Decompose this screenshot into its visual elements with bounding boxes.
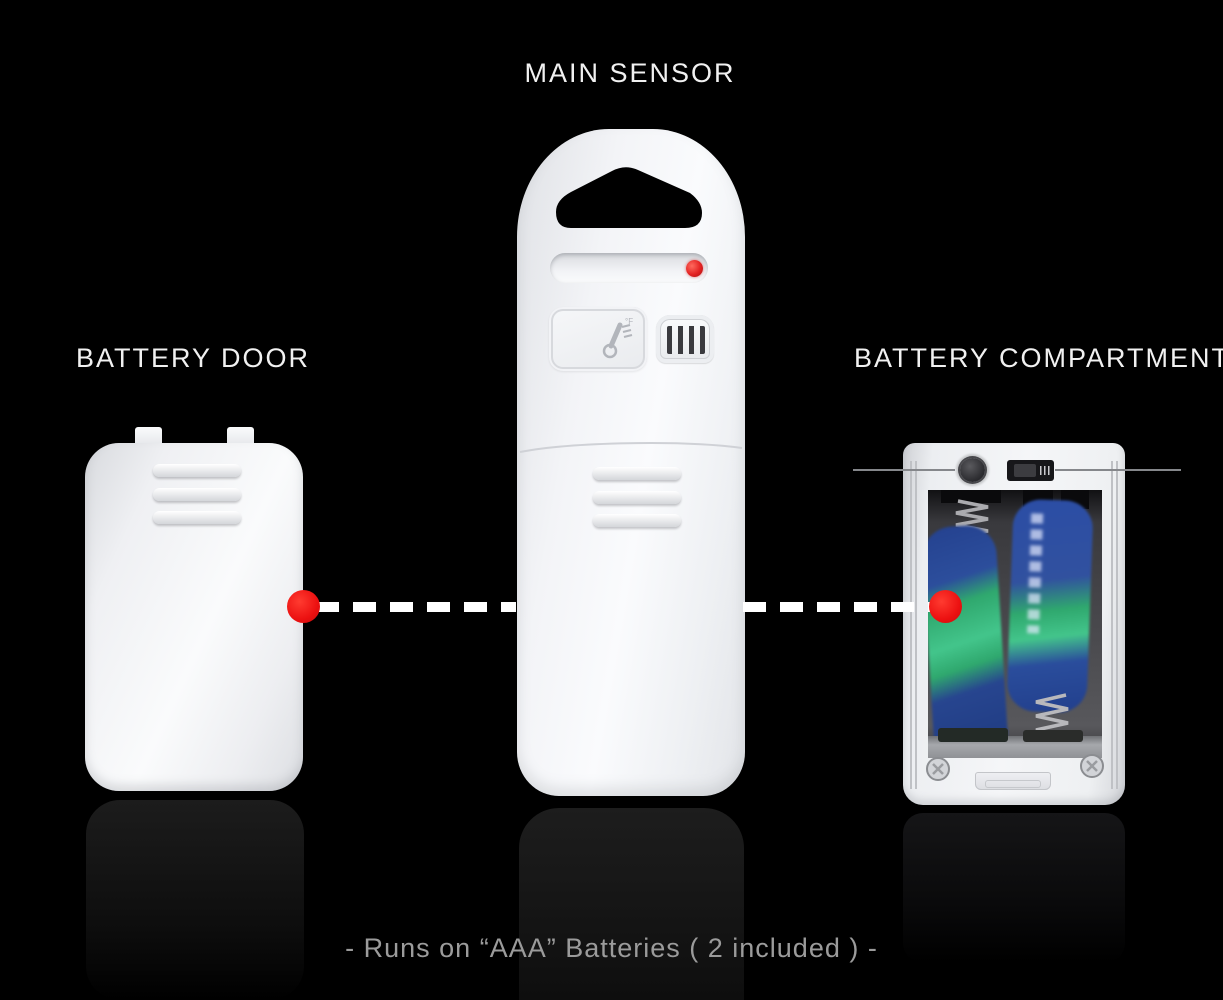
grip-ridge bbox=[153, 511, 241, 524]
bay-contact-shadow bbox=[938, 728, 1008, 742]
vent-slats bbox=[667, 326, 705, 354]
caption-text: - Runs on “AAA” Batteries ( 2 included )… bbox=[345, 933, 878, 963]
grip-ridge bbox=[593, 514, 681, 527]
housing-groove bbox=[915, 461, 917, 789]
svg-text:°F: °F bbox=[625, 318, 633, 326]
cross-screw-icon bbox=[1080, 754, 1104, 778]
housing-seam bbox=[519, 442, 743, 453]
grip-ridge bbox=[153, 488, 241, 501]
bay-contact-shadow bbox=[1023, 730, 1083, 742]
cross-screw-icon bbox=[926, 757, 950, 781]
main-sensor: °F bbox=[517, 129, 745, 796]
battery-compartment bbox=[853, 443, 1181, 805]
grip-ridge bbox=[593, 491, 681, 504]
leader-line bbox=[853, 469, 955, 471]
housing-groove bbox=[1111, 461, 1113, 789]
door-latch bbox=[975, 772, 1051, 790]
battery-print bbox=[1027, 513, 1044, 634]
dashed-connector bbox=[316, 602, 516, 612]
led-indicator-icon bbox=[686, 260, 703, 277]
red-marker-dot bbox=[929, 590, 962, 623]
vent-grille-icon bbox=[656, 315, 714, 363]
battery-door-body bbox=[85, 443, 303, 791]
slide-switch bbox=[1007, 460, 1054, 481]
aaa-battery bbox=[928, 523, 1010, 758]
main-sensor-body bbox=[517, 129, 745, 796]
grip-ridge bbox=[153, 464, 241, 477]
main-sensor-reflection bbox=[519, 808, 744, 1000]
grip-ridge bbox=[593, 467, 681, 480]
round-reset-button bbox=[960, 458, 985, 482]
switch-marks bbox=[1040, 466, 1050, 475]
thermometer-f-icon: °F bbox=[602, 318, 633, 359]
switch-knob bbox=[1014, 464, 1036, 477]
hanger-hole bbox=[556, 167, 702, 228]
door-latch-step bbox=[985, 780, 1041, 788]
led-groove bbox=[550, 253, 708, 283]
housing-groove bbox=[1116, 461, 1118, 789]
battery-spring bbox=[953, 499, 989, 539]
battery-compartment-label: BATTERY COMPARTMENT bbox=[854, 343, 1223, 373]
leader-line bbox=[1055, 469, 1181, 471]
battery-contact bbox=[941, 490, 1001, 503]
dashed-connector bbox=[743, 602, 931, 612]
sensor-button: °F bbox=[549, 307, 647, 371]
battery-door-label: BATTERY DOOR bbox=[75, 343, 311, 373]
battery-compartment-reflection bbox=[903, 813, 1125, 963]
battery-door bbox=[85, 427, 303, 807]
housing-groove bbox=[910, 461, 912, 789]
battery-bay bbox=[928, 490, 1102, 758]
main-sensor-label: MAIN SENSOR bbox=[524, 58, 736, 88]
aaa-battery bbox=[1006, 498, 1094, 714]
red-marker-dot bbox=[287, 590, 320, 623]
battery-door-reflection bbox=[86, 800, 304, 1000]
